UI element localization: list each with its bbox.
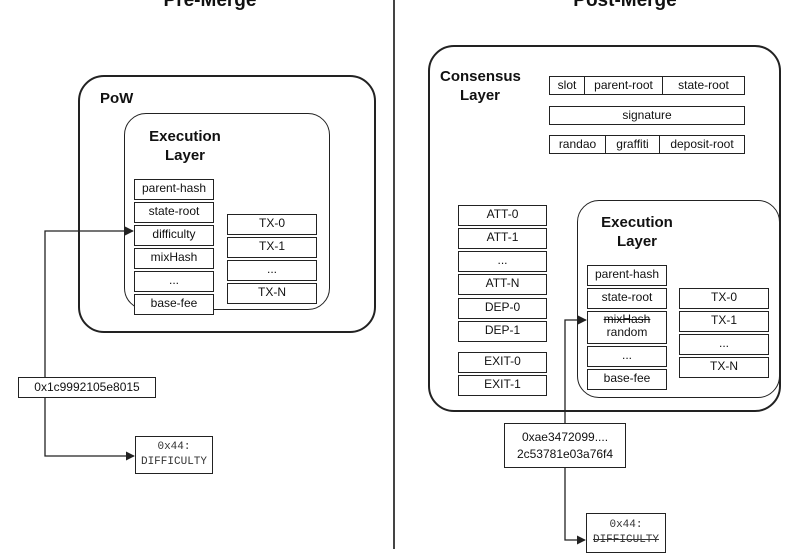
divider [393,0,395,549]
post-tx-ellipsis: ... [679,334,769,355]
pre-tx-list: TX-0 TX-1 ... TX-N [227,214,317,304]
post-arrow-to-random [564,315,587,423]
cl-field-slot: slot [549,76,585,95]
cl-field-randao: randao [549,135,606,154]
post-field-ellipsis: ... [587,346,667,367]
att-n: ATT-N [458,274,547,295]
cl-field-signature: signature [549,106,745,125]
consensus-layer-label: Consensus Layer [440,68,521,104]
pre-merge-title: Pre-Merge [163,0,257,11]
dep-1: DEP-1 [458,321,547,342]
post-opcode-name: DIFFICULTY [592,534,659,546]
att-1: ATT-1 [458,228,547,249]
post-opcode-hex: 0x44: [609,519,643,531]
post-merge-title: Post-Merge [573,0,677,11]
pre-tx-1: TX-1 [227,237,317,258]
pre-field-base-fee: base-fee [134,294,214,315]
cl-row-3: randao graffiti deposit-root [549,135,745,155]
pre-tx-n: TX-N [227,283,317,304]
post-field-state-root: state-root [587,288,667,309]
exit-list: EXIT-0 EXIT-1 [458,352,547,396]
pre-field-parent-hash: parent-hash [134,179,214,200]
pow-label: PoW [100,90,134,107]
post-tx-0: TX-0 [679,288,769,309]
deposit-list: DEP-0 DEP-1 [458,298,547,342]
post-field-parent-hash: parent-hash [587,265,667,286]
cl-row-1: slot parent-root state-root [549,76,745,96]
attestation-list: ATT-0 ATT-1 ... ATT-N [458,205,547,295]
post-opcode-box: 0x44: DIFFICULTY [586,513,666,553]
pre-opcode-box: 0x44: DIFFICULTY [135,436,213,474]
pre-difficulty-value: 0x1c9992105e8015 [18,377,156,398]
pre-opcode-hex: 0x44: [157,441,191,453]
post-arrow-to-opcode [564,468,586,545]
post-tx-n: TX-N [679,357,769,378]
post-random-value: 0xae3472099.... 2c53781e03a76f4 [504,423,626,468]
pre-opcode-name: DIFFICULTY [140,456,207,468]
att-ellipsis: ... [458,251,547,272]
att-0: ATT-0 [458,205,547,226]
post-tx-list: TX-0 TX-1 ... TX-N [679,288,769,378]
pre-field-mixhash: mixHash [134,248,214,269]
post-field-mixhash-struck: mixHash [603,312,651,326]
pre-field-difficulty: difficulty [134,225,214,246]
post-random-value-line1: 0xae3472099.... [521,430,609,444]
pre-header-fields: parent-hash state-root difficulty mixHas… [134,179,214,315]
post-tx-1: TX-1 [679,311,769,332]
cl-field-state-root: state-root [662,76,745,95]
exit-1: EXIT-1 [458,375,547,396]
post-execution-layer-label: Execution Layer [601,214,673,250]
post-field-mixhash-random: mixHash random [587,311,667,344]
post-header-fields: parent-hash state-root mixHash random ..… [587,265,667,390]
pre-tx-ellipsis: ... [227,260,317,281]
cl-field-deposit-root: deposit-root [659,135,745,154]
pre-field-state-root: state-root [134,202,214,223]
pre-field-ellipsis: ... [134,271,214,292]
pre-arrow-to-opcode [44,398,135,461]
post-random-value-line2: 2c53781e03a76f4 [516,447,614,461]
post-field-base-fee: base-fee [587,369,667,390]
pre-execution-layer-label: Execution Layer [149,128,221,164]
pre-arrow-to-difficulty [44,226,134,377]
pre-tx-0: TX-0 [227,214,317,235]
cl-field-graffiti: graffiti [605,135,660,154]
exit-0: EXIT-0 [458,352,547,373]
cl-field-parent-root: parent-root [584,76,663,95]
post-field-random: random [606,325,648,339]
dep-0: DEP-0 [458,298,547,319]
